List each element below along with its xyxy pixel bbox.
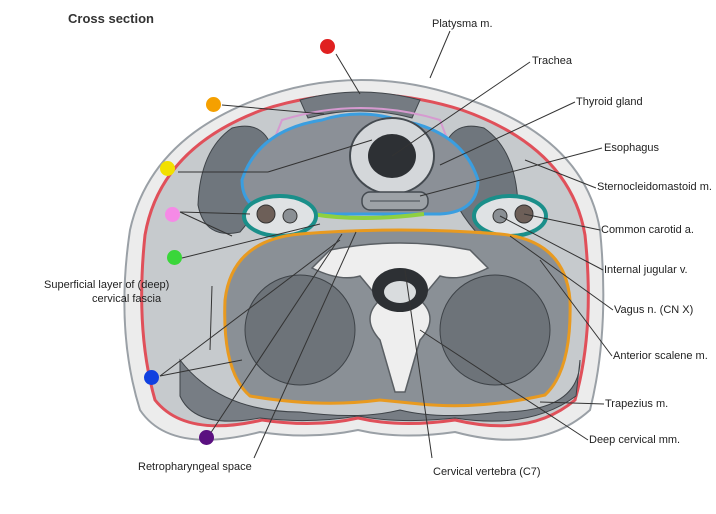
buccopharyngeal-fascia-green bbox=[311, 212, 425, 220]
label-internal-jugular: Internal jugular v. bbox=[604, 264, 688, 276]
trapezius-muscles bbox=[179, 358, 581, 422]
leader-lines-right bbox=[391, 30, 614, 459]
label-vagus-nerve: Vagus n. (CN X) bbox=[614, 304, 694, 316]
page-title: Cross section bbox=[68, 11, 154, 26]
blue-dot bbox=[144, 370, 159, 385]
label-trapezius: Trapezius m. bbox=[605, 398, 669, 410]
label-retropharyngeal: Retropharyngeal space bbox=[138, 461, 252, 473]
orange-dot bbox=[206, 97, 221, 112]
label-trachea: Trachea bbox=[532, 55, 572, 67]
spinal-cord bbox=[384, 281, 416, 303]
label-common-carotid: Common carotid a. bbox=[601, 224, 694, 236]
label-sternocleidomastoid: Sternocleidomastoid m. bbox=[597, 181, 712, 193]
label-superficial-fascia-line2: cervical fascia bbox=[92, 293, 162, 305]
leader-lines-left bbox=[159, 53, 373, 459]
label-anterior-scalene: Anterior scalene m. bbox=[613, 350, 708, 362]
deep-cervical-muscles-right bbox=[439, 274, 551, 386]
label-thyroid-gland: Thyroid gland bbox=[576, 96, 643, 108]
pink-dot bbox=[165, 207, 180, 222]
yellow-dot bbox=[160, 161, 175, 176]
label-esophagus: Esophagus bbox=[604, 142, 660, 154]
vertebra-body bbox=[310, 242, 490, 393]
infrahyoid-muscles bbox=[299, 91, 421, 119]
red-dot bbox=[320, 39, 335, 54]
label-platysma: Platysma m. bbox=[432, 18, 493, 30]
purple-dot bbox=[199, 430, 214, 445]
green-dot bbox=[167, 250, 182, 265]
deep-cervical-muscles-left bbox=[244, 274, 356, 386]
carotid-sheath-left bbox=[242, 194, 318, 238]
label-cervical-vertebra: Cervical vertebra (C7) bbox=[433, 466, 541, 478]
label-deep-cervical: Deep cervical mm. bbox=[589, 434, 681, 446]
label-superficial-fascia-line1: Superficial layer of (deep) bbox=[44, 279, 170, 291]
